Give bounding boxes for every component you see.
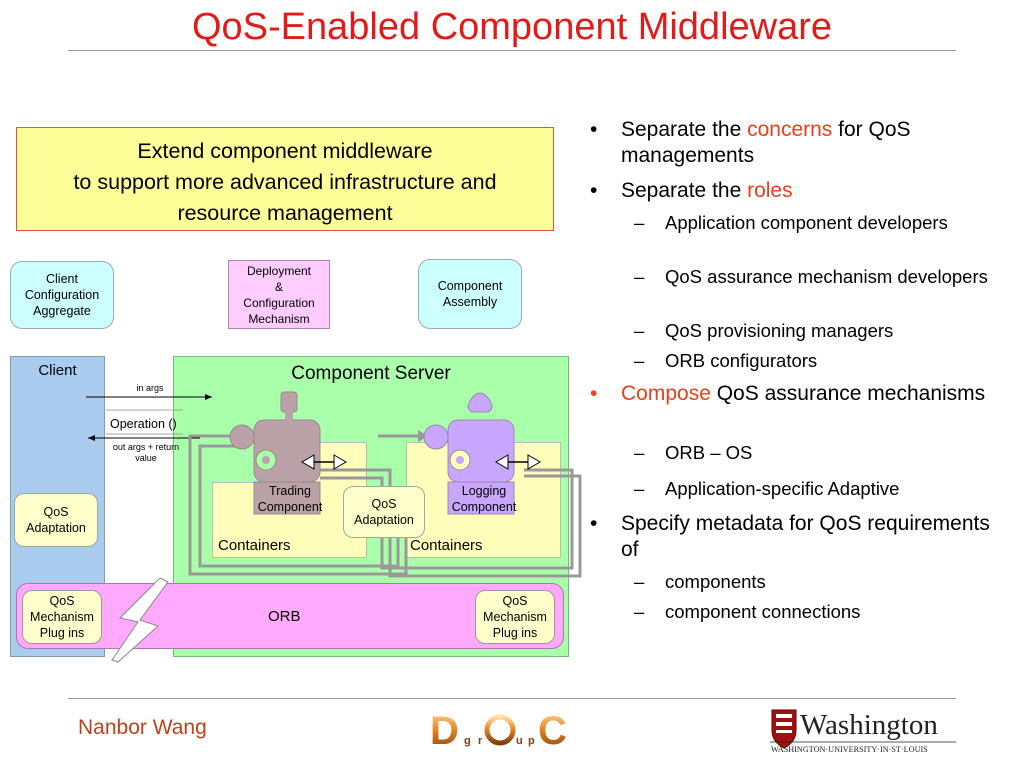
assembly-line-2: Assembly [442, 295, 498, 309]
bullet-text: component connections [665, 601, 861, 622]
bullet-text: components [665, 571, 766, 592]
logging-component-label: Logging Component [444, 482, 524, 516]
author-name: Nanbor Wang [78, 716, 207, 739]
doc-letter-r: r [478, 735, 483, 747]
extend-line-1: Extend component middleware [137, 139, 433, 163]
bullet-dot: • [590, 118, 598, 141]
slide-title: QoS-Enabled Component Middleware [191, 6, 833, 48]
server-plugin-line-2: Mechanism [483, 610, 547, 624]
connection-paths [188, 434, 582, 578]
bullet-text: Specify metadata for QoS requirements of [621, 512, 990, 561]
orb-bar [16, 583, 564, 649]
bullet-dot: • [590, 179, 598, 202]
doc-letter-o-ring [484, 714, 516, 746]
assembly-line-1: Component [437, 279, 503, 293]
bullet-text: QoS provisioning managers [665, 320, 894, 341]
highlight-roles: roles [747, 179, 793, 202]
text-part: Separate the [621, 118, 748, 141]
bullet-text: Separate the roles [621, 178, 1001, 204]
server-qos-adaptation-box: QoS Adaptation [343, 486, 425, 538]
doc-letter-u: u [516, 735, 523, 747]
client-config-line-1: Client [46, 272, 78, 286]
bullet-text: ORB – OS [665, 442, 753, 463]
deployment-line-3: Configuration [243, 295, 315, 310]
orb-label: ORB [268, 608, 301, 625]
server-qos-line-2: Adaptation [354, 513, 414, 527]
component-assembly-box: Component Assembly [418, 259, 522, 329]
component-server-label: Component Server [291, 363, 451, 384]
bullet-dash: – [634, 266, 645, 287]
bullet-dot: • [590, 512, 598, 535]
in-args-label: in args [136, 383, 164, 393]
out-args-line-1: out args + return [112, 442, 180, 452]
deployment-line-1: Deployment [246, 263, 311, 278]
deployment-line-2: & [274, 279, 283, 294]
bullet-dash: – [634, 212, 645, 233]
text-part: Separate the [621, 179, 748, 202]
washington-wordmark: Washington [800, 709, 938, 741]
client-qos-adaptation-box: QoS Adaptation [14, 493, 98, 547]
logging-line-2: Component [451, 500, 517, 514]
highlight-concerns: concerns [747, 118, 833, 141]
bullet-dash: – [634, 350, 645, 371]
trading-component-shape [229, 391, 321, 515]
logging-component-shape [423, 392, 515, 515]
extend-line-2: to support more advanced infrastructure … [73, 170, 497, 194]
text-part: QoS assurance mechanisms [710, 382, 986, 405]
washington-subtitle: WASHINGTON·UNIVERSITY·IN·ST·LOUIS [771, 745, 928, 754]
highlight-compose: Compose [621, 382, 711, 405]
operation-label: Operation () [110, 417, 177, 431]
bullet-dash: – [634, 571, 645, 592]
client-configuration-aggregate-box: Client Configuration Aggregate [10, 261, 114, 329]
doc-letter-c: C [538, 709, 567, 752]
out-args-line-2: value [135, 453, 157, 463]
bullet-dash: – [634, 601, 645, 622]
bullet-dot: • [590, 382, 598, 405]
client-qos-line-1: QoS [43, 505, 69, 519]
containers-label-right: Containers [410, 537, 483, 554]
out-args-label: out args + return value [104, 442, 188, 464]
client-plugin-line-3: Plug ins [39, 626, 85, 640]
bullet-text: Application component developers [665, 212, 948, 233]
text-part: for QoS managements [621, 118, 911, 167]
doc-letter-p: p [528, 735, 535, 747]
server-plugin-line-1: QoS [502, 594, 528, 608]
lightning-bolt-icon [111, 577, 169, 663]
bullet-text: QoS assurance mechanism developers [665, 266, 988, 287]
bullet-text: Separate the concerns for QoS management… [621, 117, 1001, 169]
bullet-text: ORB configurators [665, 350, 818, 371]
doc-letter-d: D [430, 709, 459, 752]
trading-line-2: Component [257, 500, 323, 514]
bullet-text: Compose QoS assurance mechanisms [621, 381, 1001, 407]
bullet-dash: – [634, 320, 645, 341]
server-plugin-line-3: Plug ins [492, 626, 538, 640]
bullet-text: Application-specific Adaptive [665, 478, 900, 499]
deployment-line-4: Mechanism [248, 311, 310, 326]
doc-letter-g: g [464, 735, 471, 747]
washington-university-logo: Washington WASHINGTON·UNIVERSITY·IN·ST·L… [770, 709, 956, 754]
client-qos-mechanism-plugins-box: QoS Mechanism Plug ins [22, 590, 102, 644]
client-label: Client [38, 362, 77, 379]
trading-line-1: Trading [269, 484, 311, 498]
bullet-dash: – [634, 478, 645, 499]
trading-component-label: Trading Component [250, 482, 330, 516]
bullet-dash: – [634, 442, 645, 463]
client-plugin-line-1: QoS [49, 594, 75, 608]
server-qos-line-1: QoS [371, 497, 397, 511]
client-config-line-3: Aggregate [33, 304, 91, 318]
footer-divider [68, 698, 956, 699]
client-qos-line-2: Adaptation [26, 521, 86, 535]
containers-label-left: Containers [218, 537, 291, 554]
server-qos-mechanism-plugins-box: QoS Mechanism Plug ins [475, 590, 555, 644]
title-divider [68, 50, 956, 51]
deployment-configuration-mechanism-box: Deployment & Configuration Mechanism [228, 260, 330, 329]
logging-line-1: Logging [461, 484, 507, 498]
university-shield-icon [771, 709, 797, 749]
client-config-line-2: Configuration [24, 288, 100, 302]
doc-group-logo: D g r u p C [430, 709, 567, 752]
client-plugin-line-2: Mechanism [30, 610, 94, 624]
extend-callout-box: Extend component middleware to support m… [16, 127, 554, 231]
extend-line-3: resource management [177, 201, 393, 225]
